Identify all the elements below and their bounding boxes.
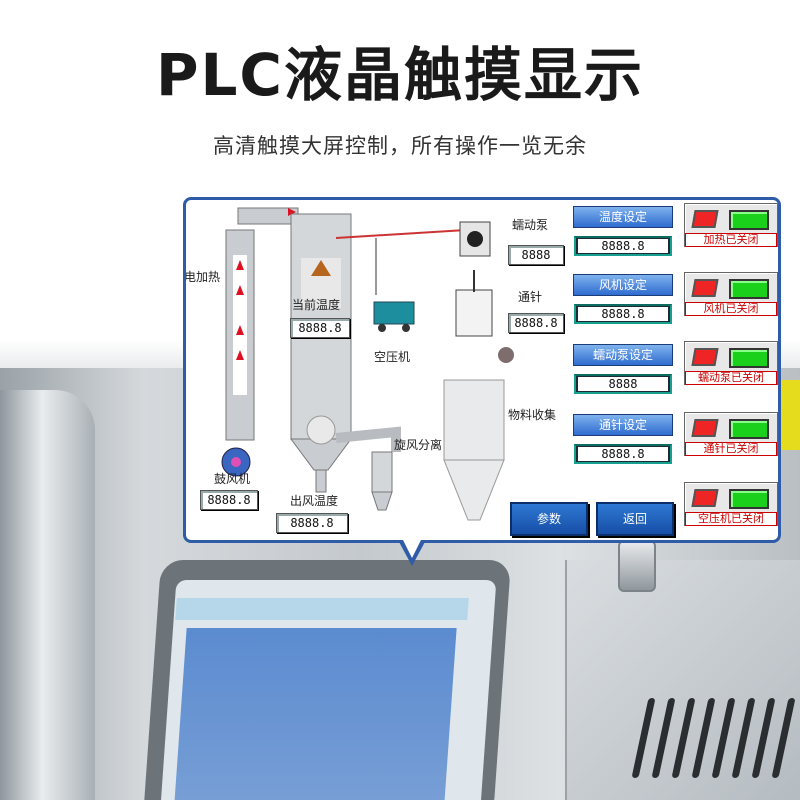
collection-cone bbox=[443, 459, 505, 521]
label-heater: 电加热 bbox=[184, 270, 221, 284]
spray-mist-icon bbox=[498, 347, 514, 363]
compressor-status: 空压机已关闭 bbox=[685, 512, 777, 526]
hmi-screen: 电加热 当前温度 8888.8 空压机 鼓风机 8888.8 出风温度 8888… bbox=[183, 197, 781, 543]
heater-status: 加热已关闭 bbox=[685, 233, 777, 247]
tower-outlet bbox=[315, 469, 327, 493]
on-indicator-icon bbox=[729, 348, 769, 368]
compressor-wheel-icon bbox=[402, 324, 410, 332]
page-subtitle: 高清触摸大屏控制，所有操作一览无余 bbox=[213, 134, 587, 158]
flow-arrow-icon bbox=[236, 285, 244, 295]
cyclone-body bbox=[371, 451, 393, 493]
machine-door-panel bbox=[565, 560, 800, 800]
setting-needle-value[interactable]: 8888.8 bbox=[574, 444, 672, 464]
pump-toggle[interactable]: 蠕动泵已关闭 bbox=[684, 341, 778, 385]
flow-arrow-icon bbox=[236, 325, 244, 335]
label-current-temp: 当前温度 bbox=[292, 298, 341, 312]
setting-pump-value[interactable]: 8888 bbox=[574, 374, 672, 394]
on-indicator-icon bbox=[729, 419, 769, 439]
params-button[interactable]: 参数 bbox=[510, 502, 588, 536]
feed-line bbox=[335, 229, 467, 239]
fan-toggle[interactable]: 风机已关闭 bbox=[684, 272, 778, 316]
needle-status: 通针已关闭 bbox=[685, 442, 777, 456]
setting-temp-value[interactable]: 8888.8 bbox=[574, 236, 672, 256]
label-outlet-temp: 出风温度 bbox=[290, 494, 339, 508]
glass-tank bbox=[0, 390, 95, 800]
page-title: PLC液晶触摸显示 bbox=[155, 41, 645, 109]
heater-toggle[interactable]: 加热已关闭 bbox=[684, 203, 778, 247]
compressor-wheel-icon bbox=[378, 324, 386, 332]
flow-arrow-icon bbox=[288, 208, 296, 216]
readout-current-temp: 8888.8 bbox=[290, 318, 350, 338]
touch-monitor-screen[interactable] bbox=[173, 628, 457, 800]
pump-status: 蠕动泵已关闭 bbox=[685, 371, 777, 385]
cyclone-inlet-icon bbox=[306, 415, 336, 445]
label-blower: 鼓风机 bbox=[214, 472, 251, 486]
flow-arrow-icon bbox=[236, 260, 244, 270]
off-indicator-icon bbox=[691, 279, 719, 297]
label-pump: 蠕动泵 bbox=[512, 218, 549, 232]
setting-pump-button[interactable]: 蠕动泵设定 bbox=[573, 344, 673, 366]
setting-fan-value[interactable]: 8888.8 bbox=[574, 304, 672, 324]
callout-tail-inner bbox=[402, 538, 422, 558]
off-indicator-icon bbox=[691, 419, 719, 437]
atomizer-icon bbox=[311, 260, 331, 276]
label-collection: 物料收集 bbox=[508, 408, 557, 422]
readout-pump: 8888 bbox=[508, 245, 564, 265]
on-indicator-icon bbox=[729, 489, 769, 509]
blower-hub-icon bbox=[231, 457, 241, 467]
fan-status: 风机已关闭 bbox=[685, 302, 777, 316]
warning-sticker bbox=[780, 380, 800, 450]
readout-blower: 8888.8 bbox=[200, 490, 258, 510]
on-indicator-icon bbox=[729, 279, 769, 299]
door-handle bbox=[618, 540, 656, 592]
collection-bin bbox=[443, 379, 505, 461]
pump-rotor-icon bbox=[467, 231, 483, 247]
label-needle: 通针 bbox=[518, 290, 543, 304]
readout-needle: 8888.8 bbox=[508, 313, 564, 333]
label-compressor: 空压机 bbox=[374, 350, 411, 364]
label-cyclone: 旋风分离 bbox=[394, 438, 443, 452]
cyclone-duct bbox=[335, 426, 401, 452]
on-indicator-icon bbox=[729, 210, 769, 230]
back-button[interactable]: 返回 bbox=[596, 502, 674, 536]
compressor-toggle[interactable]: 空压机已关闭 bbox=[684, 482, 778, 526]
flow-arrow-icon bbox=[236, 350, 244, 360]
beaker-icon bbox=[455, 289, 493, 337]
compressor-icon bbox=[373, 301, 415, 325]
setting-temp-button[interactable]: 温度设定 bbox=[573, 206, 673, 228]
readout-outlet-temp: 8888.8 bbox=[276, 513, 348, 533]
setting-fan-button[interactable]: 风机设定 bbox=[573, 274, 673, 296]
touch-monitor-glare bbox=[175, 598, 469, 620]
off-indicator-icon bbox=[691, 489, 719, 507]
off-indicator-icon bbox=[691, 210, 719, 228]
off-indicator-icon bbox=[691, 348, 719, 366]
cyclone-cone bbox=[371, 491, 393, 511]
setting-needle-button[interactable]: 通针设定 bbox=[573, 414, 673, 436]
needle-toggle[interactable]: 通针已关闭 bbox=[684, 412, 778, 456]
